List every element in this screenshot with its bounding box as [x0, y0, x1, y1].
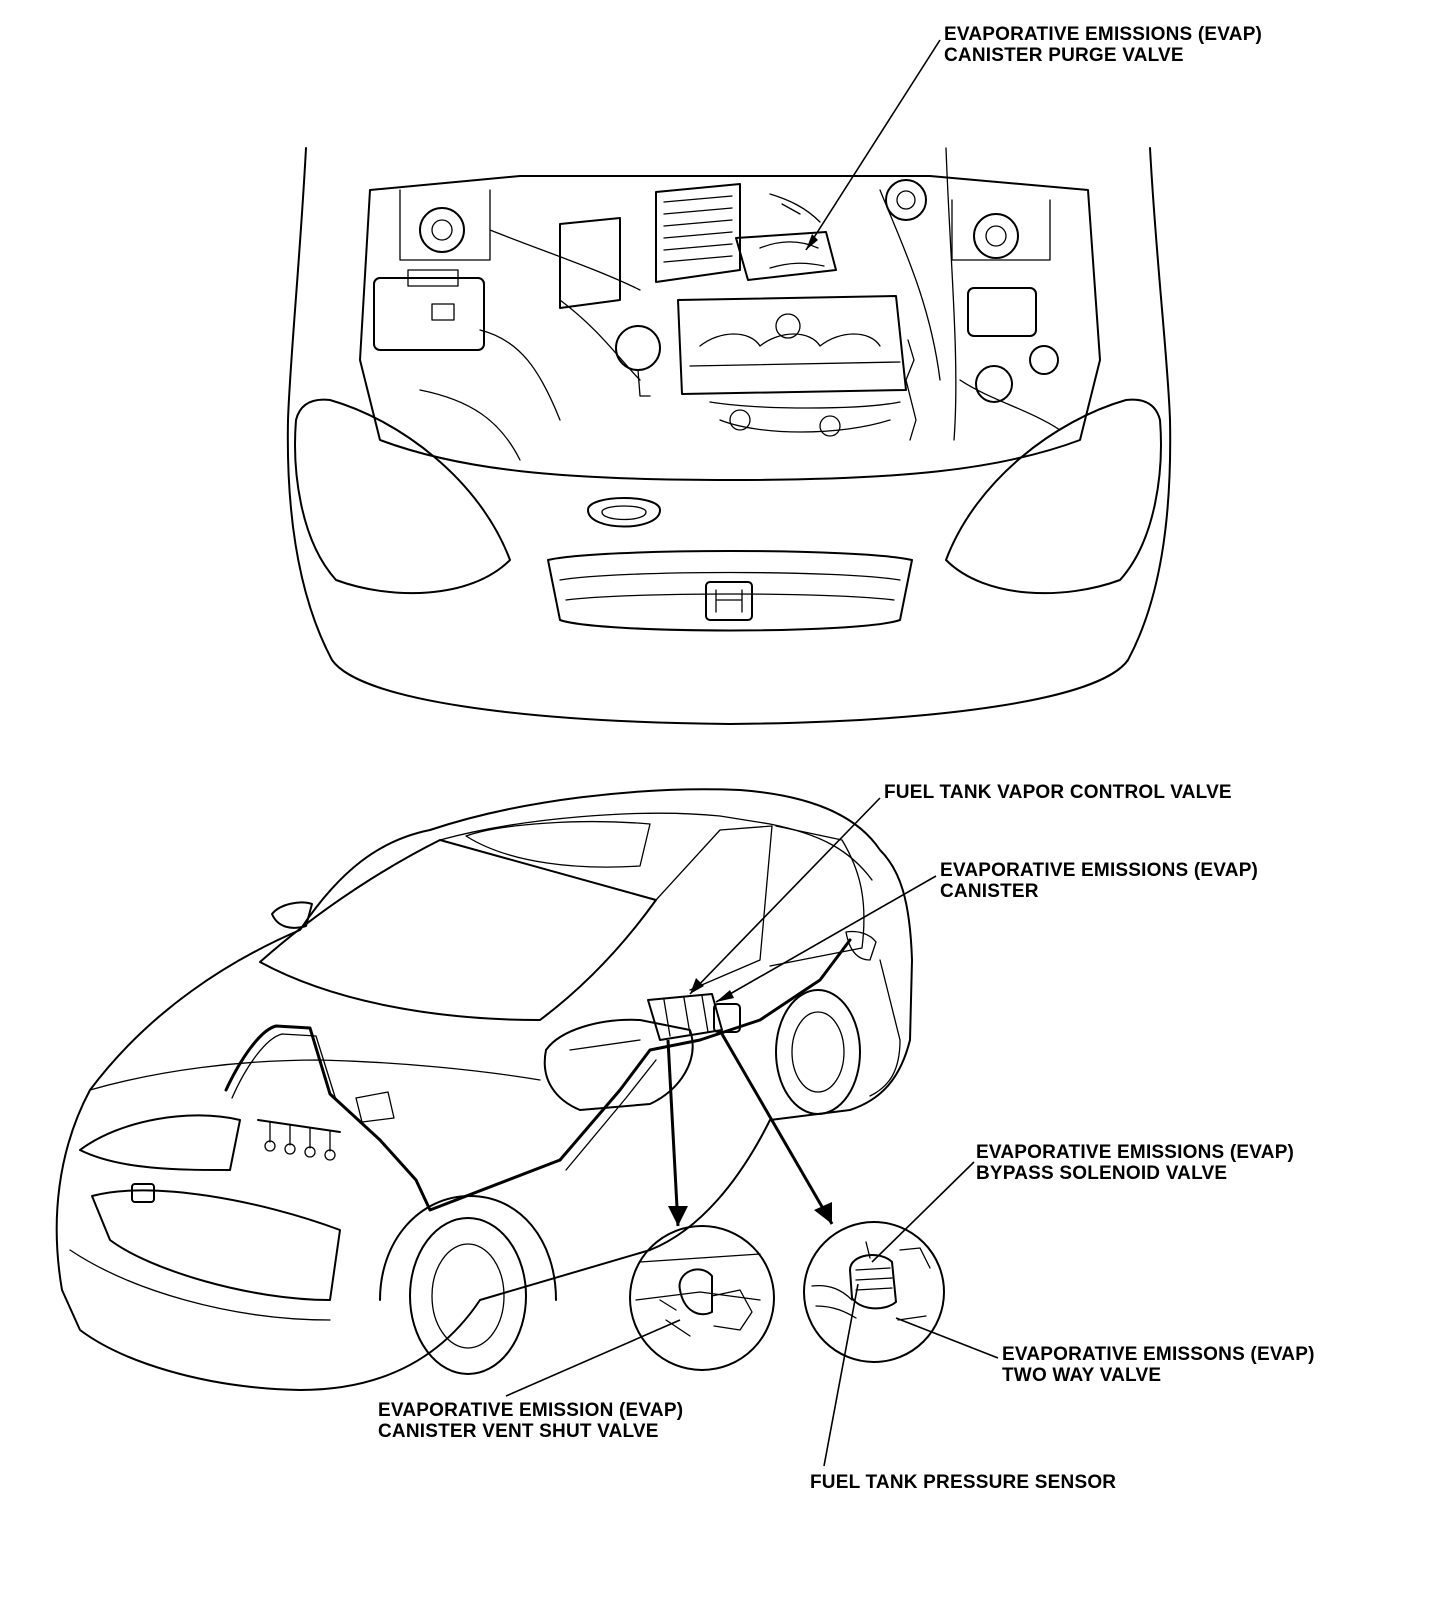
label-line: EVAPORATIVE EMISSONS (EVAP)	[1002, 1344, 1315, 1365]
label-line: EVAPORATIVE EMISSION (EVAP)	[378, 1400, 684, 1421]
label-line: FUEL TANK PRESSURE SENSOR	[810, 1472, 1117, 1493]
label-line: EVAPORATIVE EMISSIONS (EVAP)	[940, 860, 1259, 881]
label-line: CANISTER PURGE VALVE	[944, 45, 1184, 66]
label-line: CANISTER	[940, 881, 1039, 902]
label-fuel-tank-pressure-sensor: FUEL TANK PRESSURE SENSOR	[810, 1472, 1116, 1493]
vehicle-drawing	[55, 788, 913, 1391]
label-line: EVAPORATIVE EMISSIONS (EVAP)	[944, 24, 1263, 45]
label-line: EVAPORATIVE EMISSIONS (EVAP)	[976, 1142, 1295, 1163]
label-line: FUEL TANK VAPOR CONTROL VALVE	[884, 782, 1232, 803]
label-fuel-tank-vapor-control-valve: FUEL TANK VAPOR CONTROL VALVE	[884, 782, 1232, 803]
injector-rail	[257, 1119, 341, 1161]
engine-bay-drawing	[286, 147, 1172, 725]
label-line: CANISTER VENT SHUT VALVE	[378, 1421, 659, 1442]
inset-bypass-two-way-pressure	[803, 1221, 945, 1363]
label-canister-purge-valve: EVAPORATIVE EMISSIONS (EVAP) CANISTER PU…	[944, 24, 1262, 66]
label-line: TWO WAY VALVE	[1002, 1365, 1162, 1386]
label-bypass-solenoid-valve: EVAPORATIVE EMISSIONS (EVAP) BYPASS SOLE…	[976, 1142, 1294, 1184]
label-canister-vent-shut-valve: EVAPORATIVE EMISSION (EVAP) CANISTER VEN…	[378, 1400, 683, 1442]
label-line: BYPASS SOLENOID VALVE	[976, 1163, 1228, 1184]
leader-lines	[505, 39, 999, 1467]
inset-vent-shut-valve	[629, 1225, 775, 1371]
label-two-way-valve: EVAPORATIVE EMISSONS (EVAP) TWO WAY VALV…	[1002, 1344, 1315, 1386]
label-evap-canister: EVAPORATIVE EMISSIONS (EVAP) CANISTER	[940, 860, 1258, 902]
